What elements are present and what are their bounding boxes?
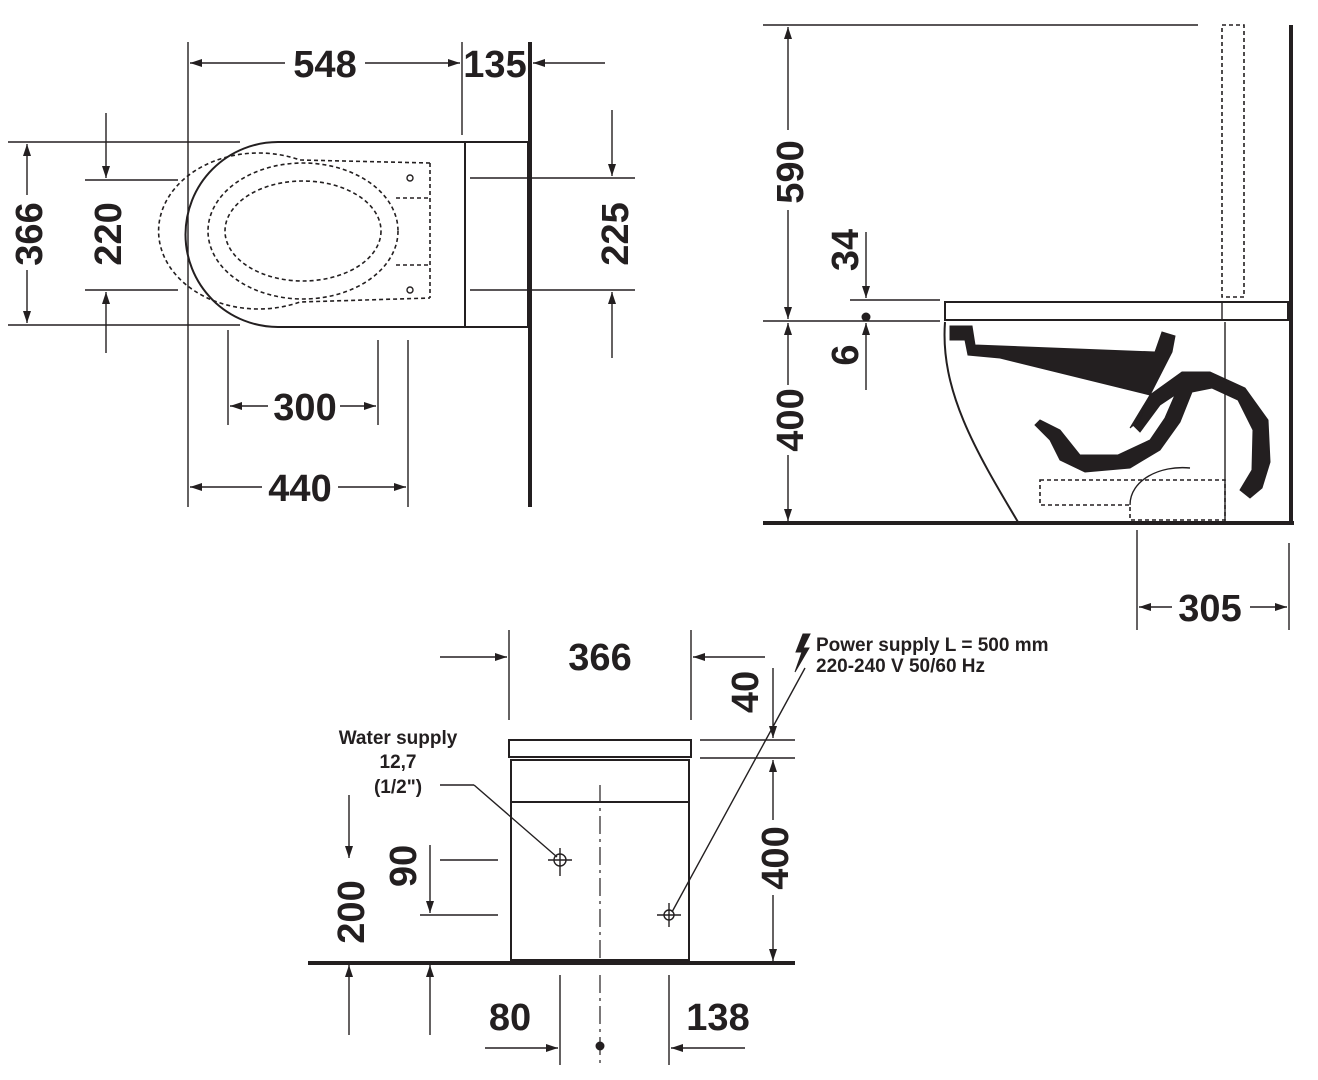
dim-400-front: 400 bbox=[755, 826, 797, 889]
dim-300: 300 bbox=[273, 387, 336, 429]
side-view: 590 34 6 400 305 bbox=[763, 24, 1294, 630]
hinge-bolt bbox=[406, 174, 414, 182]
front-view: 366 40 400 90 200 80 138 Water supply 12… bbox=[308, 630, 1049, 1065]
dim-305: 305 bbox=[1178, 588, 1241, 630]
seat-opening bbox=[207, 162, 399, 300]
concealed-cistern-outline bbox=[1221, 24, 1245, 298]
dim-90: 90 bbox=[383, 845, 425, 887]
seat-outline bbox=[157, 152, 431, 310]
dim-6: 6 bbox=[825, 344, 867, 365]
lightning-bolt-icon bbox=[794, 633, 811, 673]
power-supply-label: Power supply L = 500 mm bbox=[816, 635, 1049, 656]
bowl-opening bbox=[224, 180, 382, 282]
dim-135: 135 bbox=[463, 44, 526, 86]
tank-outline bbox=[464, 141, 529, 328]
dim-440: 440 bbox=[268, 468, 331, 510]
dim-34: 34 bbox=[825, 229, 867, 271]
dim-400-side: 400 bbox=[770, 388, 812, 451]
dim-590: 590 bbox=[770, 140, 812, 203]
power-supply-voltage: 220-240 V 50/60 Hz bbox=[816, 656, 985, 677]
bowl-outline bbox=[184, 141, 465, 328]
trapway bbox=[949, 325, 1271, 499]
bowl-front-outline bbox=[943, 321, 1019, 523]
mounting-bracket bbox=[1039, 479, 1226, 521]
dim-80: 80 bbox=[489, 997, 531, 1039]
dim-548: 548 bbox=[293, 44, 356, 86]
leader-line bbox=[473, 784, 558, 858]
water-supply-inch: (1/2") bbox=[374, 777, 422, 798]
hinge-bolt bbox=[406, 286, 414, 294]
dim-40: 40 bbox=[725, 671, 767, 713]
top-view: 548 135 366 220 225 300 440 bbox=[8, 42, 637, 510]
seat-lid bbox=[944, 301, 1289, 321]
leader-line bbox=[671, 667, 806, 913]
water-supply-label: Water supply bbox=[339, 728, 458, 749]
dim-366-front: 366 bbox=[568, 637, 631, 679]
water-supply-size: 12,7 bbox=[380, 752, 417, 773]
hinge-lines bbox=[396, 197, 430, 266]
reference-point bbox=[861, 312, 871, 322]
center-point bbox=[595, 1041, 605, 1051]
dim-200: 200 bbox=[331, 880, 373, 943]
seat-lid bbox=[508, 739, 692, 758]
dim-220: 220 bbox=[88, 202, 130, 265]
dim-225: 225 bbox=[595, 202, 637, 265]
drain-curve bbox=[1129, 466, 1191, 506]
dim-138: 138 bbox=[686, 997, 749, 1039]
dim-366: 366 bbox=[9, 202, 51, 265]
bowl-body bbox=[510, 759, 690, 961]
